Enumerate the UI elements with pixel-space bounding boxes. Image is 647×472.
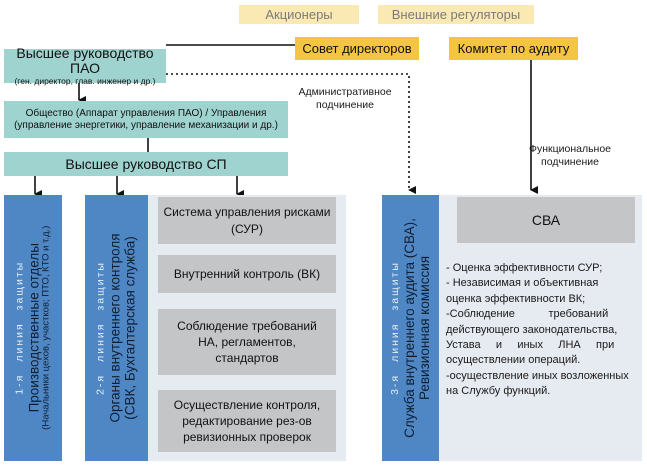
line1-column: 1-ялиниязащиты Производственные отделы (… [4, 195, 62, 461]
list-item: оценка эффективности ВК; [446, 292, 586, 305]
audit-committee-box: Комитет по аудиту [449, 37, 578, 60]
list-item: Устава и иных ЛНА при [446, 338, 615, 351]
line2-title2: (СВК, Бухгалтерская служба) [122, 236, 138, 420]
audit-committee-label: Комитет по аудиту [457, 41, 570, 56]
board-label: Совет директоров [302, 41, 412, 56]
line3-title1: Служба внутреннего аудита (СВА), [401, 218, 417, 438]
compliance-box: Соблюдение требований НА, регламентов, с… [158, 309, 336, 375]
line1-subtitle: (Начальники цехов, участков; ПТО, КТО и … [40, 225, 52, 431]
internal-control-box: Внутренний контроль (ВК) [158, 255, 336, 293]
top-management-title: Высшее руководство ПАО [16, 44, 154, 77]
list-item: на Службу функций. [446, 385, 551, 398]
control-execution-box: Осуществление контроля, редактирование р… [158, 390, 336, 452]
line2-column: 2-ялиниязащиты Органы внутреннего контро… [85, 195, 148, 461]
list-item: - Оценка эффективности СУР; [446, 262, 603, 274]
society-box: Общество (Аппарат управления ПАО) / Упра… [4, 101, 288, 138]
top-management-subtitle: (ген. директор, глав. инженер и др.) [14, 75, 156, 86]
shareholders-box: Акционеры [239, 5, 359, 24]
society-line1: Общество (Аппарат управления ПАО) / Упра… [25, 108, 267, 119]
line3-label: 3-ялиниязащиты [388, 261, 401, 395]
admin-dotted-line [166, 73, 416, 194]
line3-title2: Ревизионная комиссия [416, 255, 432, 401]
line3-column: 3-ялиниязащиты Служба внутреннего аудита… [382, 195, 439, 461]
board-of-directors-box: Совет директоров [295, 37, 419, 60]
line1-label: 1-ялиниязащиты [13, 261, 26, 395]
external-regulators-box: Внешние регуляторы [378, 5, 534, 24]
sva-functions-list: - Оценка эффективности СУР; - Независима… [446, 261, 638, 400]
society-line2: (управление энергетики, управление механ… [14, 119, 278, 131]
sp-management-label: Высшее руководство СП [65, 156, 227, 172]
line2-label: 2-ялиниязащиты [94, 261, 107, 395]
list-item: - Независимая и объективная [446, 277, 599, 290]
shareholders-label: Акционеры [265, 7, 333, 22]
list-item: -осуществление иных возложенных [446, 369, 629, 382]
functional-subordination-label: Функциональное подчинение [528, 143, 612, 168]
line1-title: Производственные отделы [26, 243, 42, 413]
external-regulators-label: Внешние регуляторы [391, 7, 521, 22]
risk-management-box: Система управления рисками (СУР) [158, 197, 336, 244]
line2-title1: Органы внутреннего контроля [107, 233, 123, 423]
list-item: -Соблюдение требований [446, 308, 609, 321]
top-management-box: Высшее руководство ПАО (ген. директор, г… [4, 44, 166, 86]
sp-management-box: Высшее руководство СП [4, 152, 288, 176]
list-item: осуществлении операций. [446, 354, 581, 367]
admin-subordination-label: Административное подчинение [298, 86, 392, 111]
list-item: действующего законодательства, [446, 323, 618, 336]
sva-box: СВА [457, 197, 635, 243]
